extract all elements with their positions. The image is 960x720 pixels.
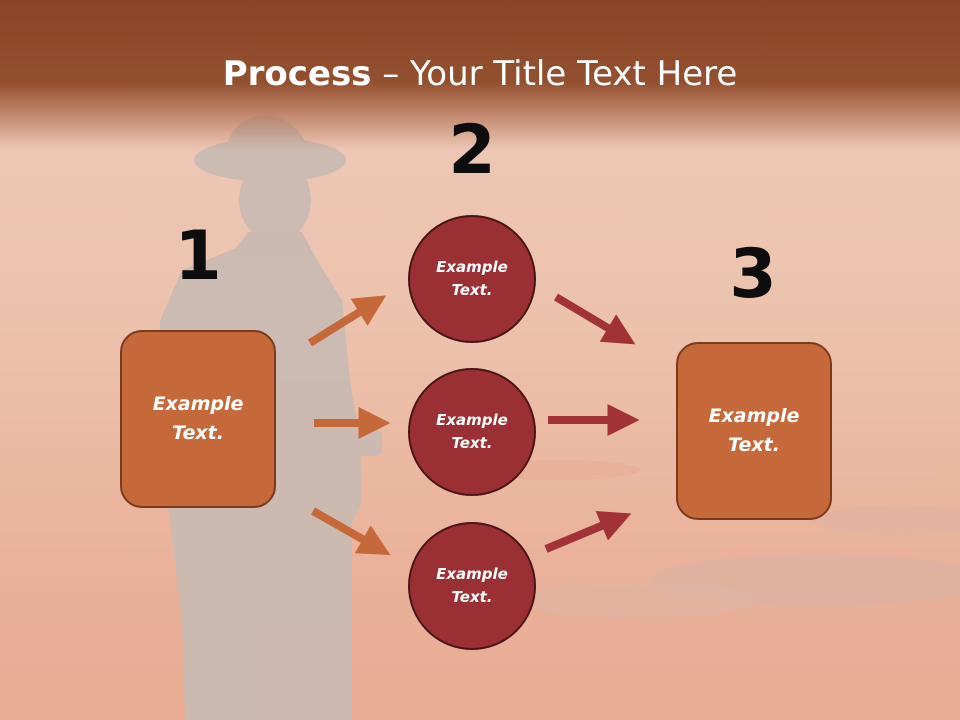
arrow-circle-1-to-3 <box>553 293 636 345</box>
arrow-1-to-circle-3 <box>311 507 391 556</box>
arrow-circle-3-to-3 <box>544 511 632 553</box>
step-2-circle-1: Example Text. <box>408 215 536 343</box>
step-3-text-line-1: Example <box>708 405 800 427</box>
circle-3-text-line-1: Example <box>436 565 508 583</box>
circle-1-text-line-1: Example <box>436 258 508 276</box>
circle-3-text-line-2: Text. <box>451 588 493 606</box>
step-1-text-line-2: Text. <box>172 422 224 444</box>
step-2-circle-3: Example Text. <box>408 522 536 650</box>
step-2-circle-2: Example Text. <box>408 368 536 496</box>
slide-title: Process – Your Title Text Here <box>0 52 960 96</box>
step-1-text-line-1: Example <box>152 393 244 415</box>
title-strong: Process <box>222 54 372 94</box>
title-rest: – Your Title Text Here <box>371 54 738 94</box>
step-3-box: Example Text. <box>676 342 832 520</box>
arrow-1-to-circle-1 <box>307 295 387 347</box>
title-bar: Process – Your Title Text Here <box>0 0 960 150</box>
step-number-1: 1 <box>174 217 222 296</box>
circle-1-text-line-2: Text. <box>451 281 493 299</box>
step-number-2: 2 <box>448 111 496 190</box>
circle-2-text-line-2: Text. <box>451 434 493 452</box>
step-1-box: Example Text. <box>120 330 276 508</box>
step-3-text-line-2: Text. <box>728 434 780 456</box>
step-number-3: 3 <box>729 235 777 314</box>
circle-2-text-line-1: Example <box>436 411 508 429</box>
